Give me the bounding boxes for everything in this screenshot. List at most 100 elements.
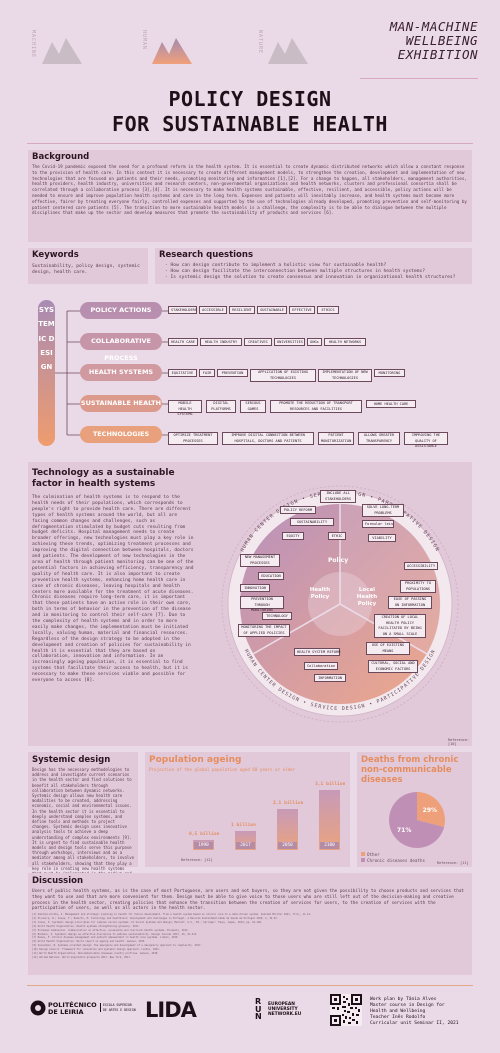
tag: PATIENT MONITORIZATION [318, 432, 354, 445]
esad-line: DE ARTES E DESIGN [103, 1007, 136, 1012]
mountain-grey-icon [42, 38, 82, 64]
ageing-bar [277, 809, 298, 850]
research-section: Research questions - How can design cont… [155, 248, 472, 284]
run-line: EUROPEAN [268, 1002, 295, 1007]
reference-item: [12] United Nations. World population pr… [32, 955, 132, 959]
reference-item: [6] Barbero, S. Systemic design as effec… [32, 932, 198, 936]
systemic-design-label: SYSTEMIC DESIGN [38, 306, 55, 372]
wheel-item: NEW MANAGEMENT PROCESSES [240, 554, 280, 567]
politecnico-line: DE LEIRIA [48, 1008, 84, 1016]
reference-item: [4] World Health Organization. Health sy… [32, 924, 140, 928]
tag: EFFECTIVE [289, 306, 315, 314]
reference-item: [3] Jones, P. Systemic design principles… [32, 920, 263, 924]
credits: Work plan by Tânia Alves Master course i… [370, 997, 459, 1027]
reference-item: [11] World Health Organization. Noncommu… [32, 952, 159, 956]
wheel-item: TECHNOLOGY [262, 612, 292, 620]
tag: RESILIENT [229, 306, 255, 314]
tag: HEALTH INDUSTRY [200, 338, 242, 346]
exhibition-title: MAN-MACHINE WELLBEING EXHIBITION [390, 20, 478, 62]
pie-slice-other [417, 792, 445, 827]
background-text: The Covid-19 pandemic exposed the need f… [32, 165, 467, 217]
wheel-item: EQUITY [282, 532, 304, 540]
ageing-subtitle: Projection of the global population aged… [149, 767, 296, 772]
exhibition-line: MAN-MACHINE [389, 19, 478, 34]
legend-label: Chronic diseases deaths [367, 858, 425, 863]
politecnico-logo-text: POLITÉCNICO DE LEIRIA [48, 1002, 97, 1016]
pie-legend-item: Other [361, 852, 425, 858]
wheel-center-local-health-policy: Local Health Policy [356, 587, 378, 607]
ageing-bar-value-label: 3,1 billion [315, 781, 346, 787]
exhibition-line: WELLBEING [405, 33, 478, 48]
keywords-heading: Keywords [32, 250, 79, 260]
ageing-bar-value-label: 2,1 billion [273, 801, 304, 807]
pie-label-other: 29% [423, 807, 437, 814]
discussion-heading: Discussion [32, 876, 84, 886]
wheel-item: Collaboration [304, 662, 338, 670]
technology-text: The culmination of health systems is to … [32, 495, 194, 684]
esad-logo-text: ESCOLA SUPERIOR DE ARTES E DESIGN [100, 1003, 136, 1012]
mountain-label-machine: MACHINE [30, 30, 36, 59]
keywords-text: Sustainability, policy design, systemic … [32, 264, 140, 275]
ageing-year-label: 1990 [194, 842, 213, 849]
wheel-item: SOLVE LONG-TERM PROBLEMS [362, 504, 404, 517]
footer-divider [27, 985, 473, 986]
row-connectors [162, 310, 168, 436]
credit-line: Teacher Inês Rodolfo [370, 1015, 426, 1020]
wheel-item: CREATION OF LOCAL HEALTH POLICY FACILITA… [374, 614, 426, 638]
tag: IMPLEMENTATION OF NEW TECHNOLOGIES [318, 369, 372, 382]
tag: UNIVERSITIES [274, 338, 305, 346]
wheel-item: MONITORING THE IMPACT OF APPLIED POLICIE… [238, 624, 290, 637]
reference-item: [8] World Health Organization. World rep… [32, 940, 146, 944]
exhibition-line: EXHIBITION [397, 47, 478, 62]
ageing-bar-value-label: 0,5 billion [189, 832, 220, 838]
background-section: Background The Covid-19 pandemic exposed… [28, 150, 472, 242]
mountain-label-human: HUMAN [141, 30, 147, 51]
tag: ALLOWS GREATER TRANSPARENCY [358, 432, 400, 445]
mountain-label-nature: NATURE [257, 30, 263, 55]
deaths-heading: Deaths from chronic non-communicable dis… [361, 755, 458, 785]
tag: HEALTH CARE [168, 338, 198, 346]
systemic-design-section: Systemic design Design has the necessary… [28, 752, 138, 881]
wheel-item: POLICY REFORM [280, 506, 316, 514]
lida-logo: LIDA [145, 998, 197, 1022]
technology-heading-line: Technology as a sustainable [32, 468, 175, 478]
tag: APPLICATION OF EXISTING TECHNOLOGIES [250, 369, 316, 382]
reference-item: [2] Oliveira, N.; Sousa, F.; Roberto, M.… [32, 916, 279, 920]
ageing-bar [319, 789, 340, 850]
ageing-bar-value-label: 1 billion [231, 822, 256, 828]
systemic-design-heading: Systemic design [32, 755, 111, 765]
run-logo-mark: RUN [255, 997, 262, 1021]
deaths-reference: Reference: [11] [437, 861, 469, 865]
run-line: UNIVERSITY [268, 1007, 298, 1012]
wheel-item: SUSTAINABILITY [290, 518, 334, 526]
tag: ETHICS [317, 306, 339, 314]
legend-swatch-other [361, 852, 365, 856]
tag: IMPROVING THE QUALITY OF ASSISTANCE [404, 432, 448, 448]
tag: SERIOUS GAMES [240, 400, 266, 413]
legend-swatch-chronic [361, 858, 365, 862]
wheel-center-health-policy: Health Policy [309, 587, 331, 600]
reference-item: [10] Design Council. Framework for innov… [32, 948, 161, 952]
page-title-line1: POLICY DESIGN [168, 87, 332, 111]
esad-line: ESCOLA SUPERIOR [103, 1003, 132, 1007]
tag: HEALTH NETWORKS [324, 338, 366, 346]
ageing-year-label: 2050 [278, 842, 297, 849]
deaths-heading-line: Deaths from chronic [361, 755, 459, 765]
ageing-reference: Reference: [12] [181, 858, 213, 862]
tag: CREATIVES [244, 338, 272, 346]
row-technologies: TECHNOLOGIES [80, 426, 162, 443]
systemic-design-bar [38, 300, 55, 446]
research-heading: Research questions [159, 250, 253, 260]
discussion-section: Discussion Users of public health system… [28, 873, 472, 975]
wheel-item: INFORMATION [314, 674, 346, 682]
wheel-item: CULTURAL, SOCIAL AND ECONOMIC FACTORS [368, 660, 418, 673]
run-line: NETWORK.EU [268, 1012, 302, 1017]
pie-slice-chronic [389, 792, 445, 848]
systemic-design-text: Design has the necessary methodologies t… [32, 767, 134, 881]
deaths-heading-line: non-communicable [361, 765, 452, 775]
references-list: [1] Sanchez-Arrate, I. Management and st… [32, 913, 468, 973]
wheel-item: PREVENTION THROUGH MONITORING [240, 596, 284, 612]
mountain-grey-icon [268, 38, 308, 64]
credit-line: Work plan by Tânia Alves [370, 997, 437, 1002]
discussion-text: Users of public health systems, as is th… [32, 889, 465, 912]
